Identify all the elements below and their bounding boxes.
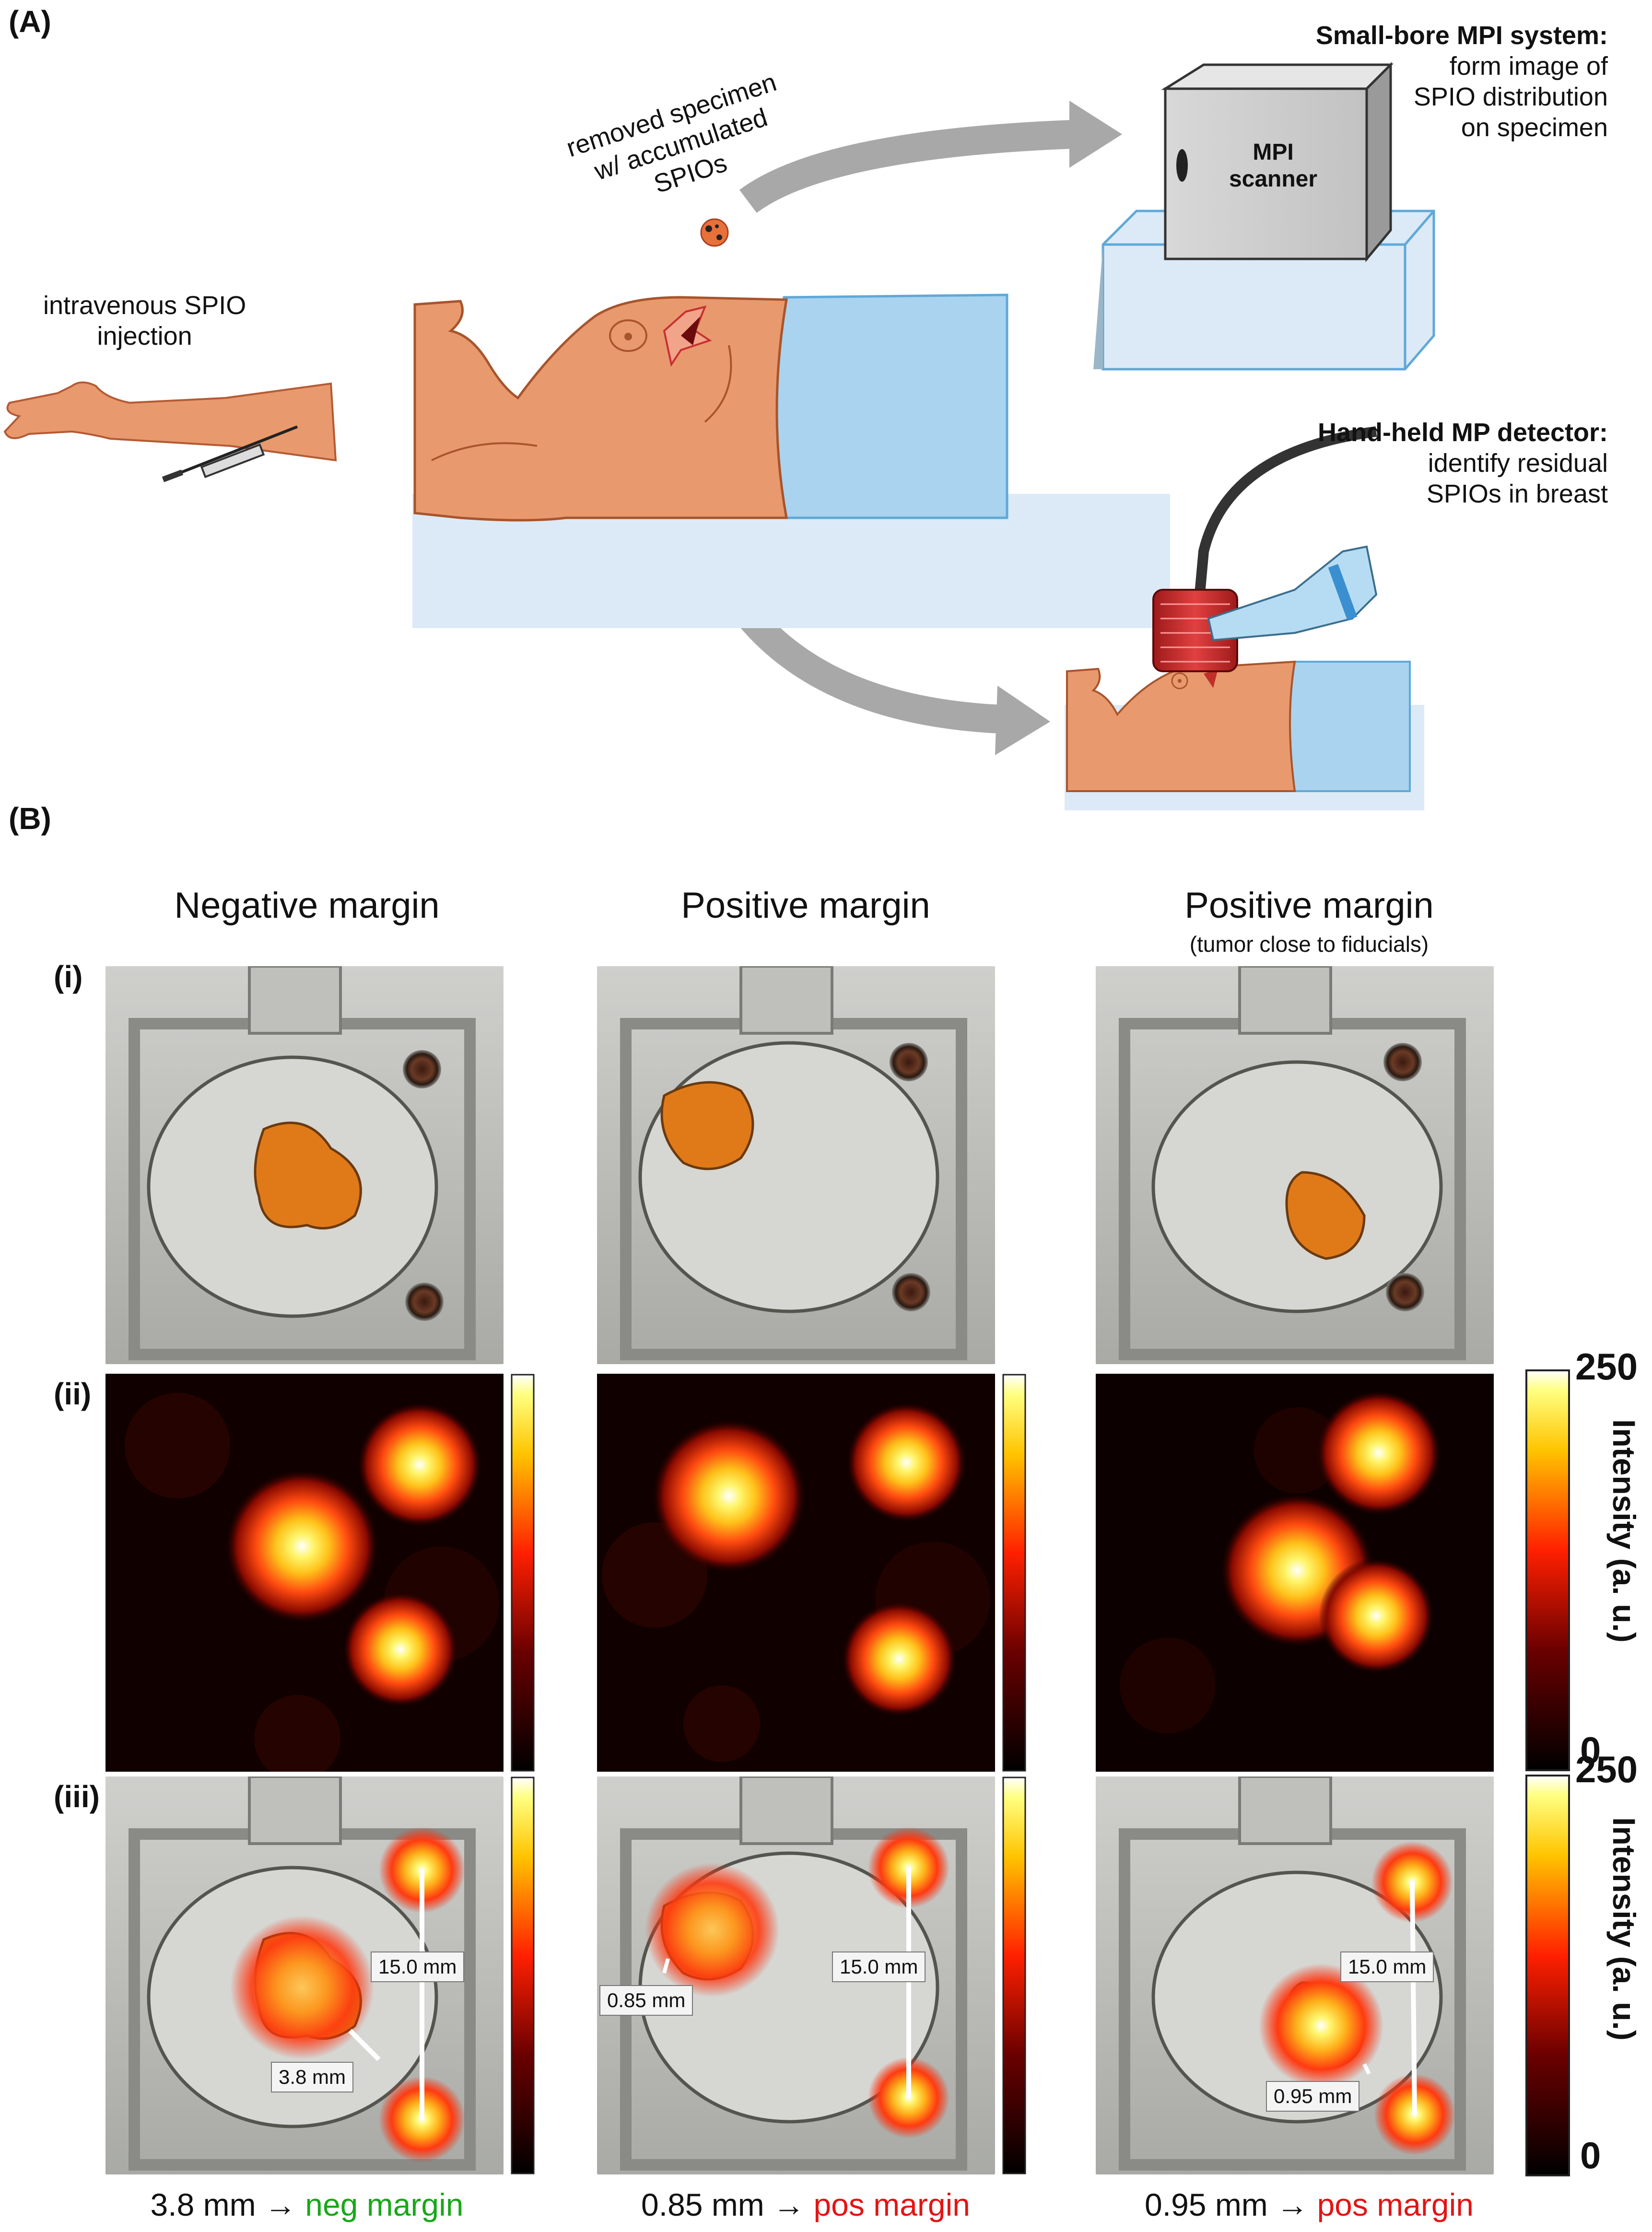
panel-a-illustration — [3, 61, 1435, 810]
colorbar-max-iii: 250 — [1575, 1748, 1638, 1790]
panel-a-label: (A) — [9, 4, 51, 39]
row-label-iii: (iii) — [54, 1779, 100, 1814]
photo-pos — [597, 966, 995, 1364]
injection-line1: intravenous SPIO — [43, 291, 246, 320]
colorbar-min-ii: 0 — [1580, 1729, 1601, 1771]
fiducial-hotspot-top — [357, 1402, 482, 1527]
caption-neg-verdict: neg margin — [305, 2187, 464, 2222]
caption-pos2: 0.95 mm → pos margin — [1069, 2186, 1549, 2223]
patient-body — [413, 296, 788, 522]
photo-pos2 — [1096, 966, 1494, 1364]
mpi-scanner-group — [1093, 61, 1435, 371]
tumor-hotspot — [225, 1470, 379, 1623]
overlay-neg — [105, 1776, 504, 2174]
fiducial-distance-label-pos: 15.0 mm — [832, 1952, 926, 1982]
arrow-to-scanner — [739, 101, 1122, 213]
row-label-ii: (ii) — [54, 1377, 92, 1411]
fiducial-top — [403, 1050, 441, 1088]
caption-pos-verdict: pos margin — [813, 2187, 970, 2222]
overlay-pos — [597, 1776, 995, 2174]
caption-pos2-verdict: pos margin — [1317, 2187, 1474, 2222]
heatmap-pos2 — [1096, 1374, 1494, 1772]
injection-line2: injection — [97, 322, 192, 351]
margin-label-pos: 0.85 mm — [599, 1985, 693, 2016]
caption-neg-arrow: → — [264, 2187, 296, 2222]
fiducial-distance-label-pos2: 15.0 mm — [1340, 1952, 1434, 1982]
caption-neg: 3.8 mm → neg margin — [67, 2186, 547, 2223]
arm-with-syringe — [3, 381, 337, 482]
colorbar-pos — [1002, 1374, 1026, 1772]
detector-line2: SPIOs in breast — [1426, 479, 1608, 508]
heatmap-pos — [597, 1374, 995, 1772]
specimen-icon — [700, 218, 729, 247]
colorbar-main-ii — [1525, 1369, 1570, 1771]
photo-neg — [105, 966, 504, 1364]
colorbar-pos-iii — [1002, 1776, 1026, 2174]
tumor-specimen — [254, 1122, 362, 1230]
injection-note: intravenous SPIO injection — [43, 290, 246, 351]
detector-line1: identify residual — [1428, 449, 1608, 478]
col-title-pos2: Positive margin — [1184, 885, 1434, 926]
colorbar-title-iii: Intensity (a. u.) — [1606, 1817, 1642, 2041]
surgical-drape — [775, 293, 1008, 519]
margin-label-neg: 3.8 mm — [271, 2062, 354, 2092]
mpi-system-line2: SPIO distribution — [1413, 82, 1608, 111]
col-title-neg: Negative margin — [174, 885, 440, 926]
colorbar-title-ii: Intensity (a. u.) — [1606, 1419, 1642, 1643]
mpi-system-line1: form image of — [1449, 52, 1608, 81]
scanner-label: MPI scanner — [1216, 139, 1331, 193]
caption-pos2-value: 0.95 mm — [1145, 2187, 1268, 2222]
scanner-label-line2: scanner — [1229, 166, 1318, 192]
panel-b-label: (B) — [9, 801, 51, 836]
overlay-pos2 — [1096, 1776, 1494, 2174]
fiducial-distance-label-neg: 15.0 mm — [371, 1952, 465, 1982]
mpi-system-note: Small-bore MPI system: form image of SPI… — [1316, 20, 1608, 143]
mpi-system-title: Small-bore MPI system: — [1315, 21, 1608, 50]
colorbar-main-iii — [1525, 1775, 1570, 2176]
caption-pos: 0.85 mm → pos margin — [566, 2186, 1045, 2223]
margin-label-pos2: 0.95 mm — [1266, 2081, 1360, 2112]
heatmap-neg — [105, 1374, 504, 1772]
caption-pos2-arrow: → — [1277, 2187, 1309, 2222]
caption-neg-value: 3.8 mm — [150, 2187, 256, 2222]
margin-line — [348, 2029, 381, 2061]
scanner-label-line1: MPI — [1253, 140, 1294, 165]
colorbar-max-ii: 250 — [1575, 1345, 1638, 1388]
mpi-system-line3: on specimen — [1461, 113, 1608, 142]
row-label-i: (i) — [54, 959, 83, 994]
col-subtitle-pos2: (tumor close to fiducials) — [1189, 932, 1429, 957]
colorbar-min-iii: 0 — [1580, 2134, 1601, 2176]
detector-title: Hand-held MP detector: — [1317, 418, 1608, 447]
caption-pos-value: 0.85 mm — [641, 2187, 764, 2222]
col-title-pos: Positive margin — [681, 885, 930, 926]
caption-pos-arrow: → — [773, 2187, 805, 2222]
fiducial-bottom — [405, 1283, 444, 1321]
colorbar-neg-iii — [511, 1776, 535, 2174]
small-patient-with-detector — [1065, 426, 1424, 810]
fiducial-hotspot-bottom — [343, 1592, 458, 1707]
detector-note: Hand-held MP detector: identify residual… — [1318, 417, 1608, 509]
colorbar-neg — [511, 1374, 535, 1772]
